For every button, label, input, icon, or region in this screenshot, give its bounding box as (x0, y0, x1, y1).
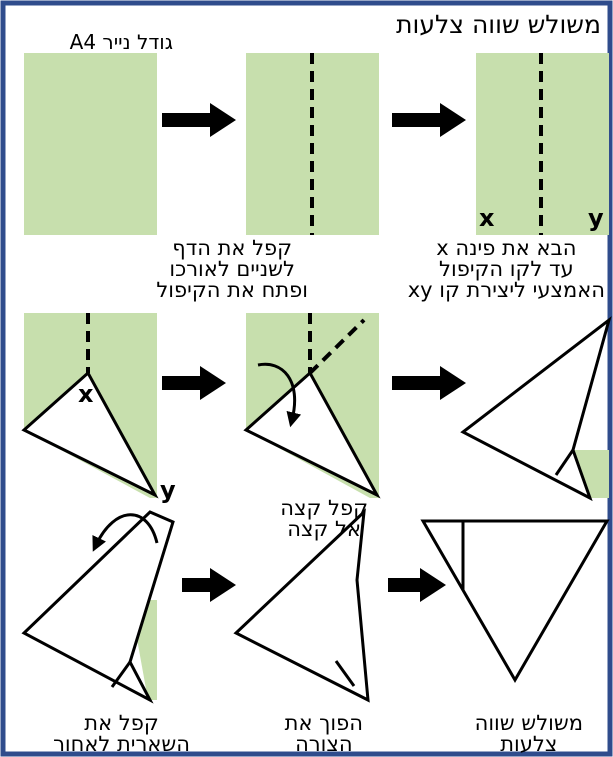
curved-arrow-step-5 (257, 362, 302, 428)
label-y-step-3: y (588, 204, 604, 232)
paper-edge-step-6 (574, 450, 609, 498)
inner-line-step-7 (110, 661, 132, 688)
arrow-3 (162, 366, 226, 400)
inner-line-step-8 (334, 660, 356, 687)
folded-flap-step-4 (21, 370, 159, 499)
label-y-step-4: y (160, 476, 176, 504)
curved-arrow-step-7 (92, 513, 159, 552)
shape-step-7 (21, 510, 175, 704)
paper-size-label: גודל נייר A4 (69, 30, 173, 54)
arrow-6 (388, 568, 446, 602)
arrow-5 (182, 568, 236, 602)
paper-step-1 (24, 53, 157, 235)
inner-line-step-6 (554, 449, 575, 476)
arrow-1 (162, 103, 236, 137)
arrow-4 (392, 366, 466, 400)
folded-flap-step-5 (243, 370, 381, 499)
fold-line-step-5-diagonal (308, 318, 366, 375)
label-x-step-4: x (78, 380, 94, 408)
arrow-2 (392, 103, 466, 137)
page-title: משולש שווה צלעות (396, 10, 601, 39)
shape-step-6 (460, 316, 612, 502)
label-x-step-3: x (479, 204, 495, 232)
equilateral-triangle (420, 519, 610, 683)
shape-step-8 (233, 508, 370, 703)
